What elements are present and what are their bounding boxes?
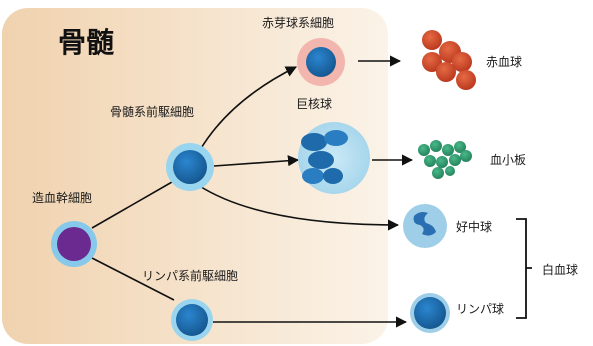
platelet-label: 血小板 [490,153,526,167]
lymphoid-progenitor-label: リンパ系前駆細胞 [142,268,238,283]
neutrophil-cell [403,204,447,248]
erythroblast-cell [297,38,345,86]
erythroblast-label: 赤芽球系細胞 [262,16,334,30]
megakaryocyte-cell [298,122,370,194]
platelets [418,140,472,179]
myeloid-progenitor-label: 骨髄系前駆細胞 [110,104,194,119]
hsc-cell [51,221,97,267]
wbc-bracket [516,218,532,319]
rbc-label: 赤血球 [486,55,522,69]
lymphocyte-cell [410,293,450,333]
hsc-label: 造血幹細胞 [32,190,92,205]
neutrophil-label: 好中球 [456,219,492,234]
myeloid-progenitor-cell [166,143,214,191]
lymphoid-progenitor-cell [171,299,213,341]
red-blood-cells [422,30,476,90]
lymphocyte-label: リンパ球 [456,302,504,316]
wbc-label: 白血球 [542,262,578,277]
bone-marrow-title: 骨髄 [58,26,114,59]
lineage-connectors [91,55,414,328]
megakaryocyte-label: 巨核球 [296,97,332,111]
